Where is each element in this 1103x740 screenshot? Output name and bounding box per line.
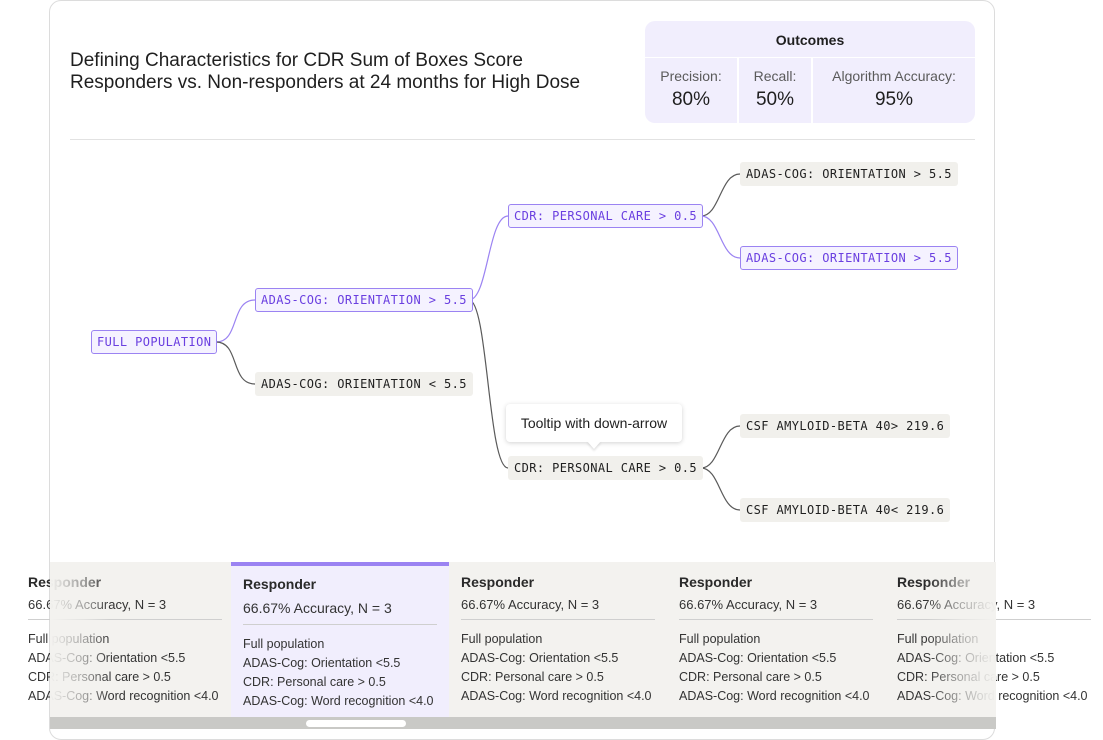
edge-n1-n3 bbox=[468, 215, 509, 301]
section-divider bbox=[70, 139, 975, 140]
metric-value: 95% bbox=[874, 89, 914, 110]
card-criterion: ADAS-Cog: Orientation <5.5 bbox=[897, 651, 1055, 665]
decision-tree-panel: Defining Characteristics for CDR Sum of … bbox=[28, 0, 1091, 740]
metric-label: Precision: bbox=[660, 68, 722, 84]
tooltip-arrow-icon bbox=[587, 441, 601, 449]
scrollbar-thumb[interactable] bbox=[306, 720, 406, 727]
metric-label: Algorithm Accuracy: bbox=[832, 68, 956, 84]
card-criterion: ADAS-Cog: Orientation <5.5 bbox=[28, 651, 186, 665]
tooltip: Tooltip with down-arrow bbox=[506, 404, 682, 442]
card-criterion: CDR: Personal care > 0.5 bbox=[243, 675, 386, 689]
tree-connectors bbox=[215, 173, 741, 511]
card-accuracy: 66.67% Accuracy, N = 3 bbox=[28, 597, 222, 620]
card-criterion: ADAS-Cog: Word recognition <4.0 bbox=[461, 689, 652, 703]
page-title: Defining Characteristics for CDR Sum of … bbox=[70, 50, 630, 94]
card-criterion: CDR: Personal care > 0.5 bbox=[461, 670, 604, 684]
edge-n3-n5 bbox=[700, 173, 741, 217]
outcomes-panel: Outcomes Precision: 80% Recall: 50% Algo… bbox=[645, 21, 975, 123]
card-criterion: Full population bbox=[461, 632, 543, 646]
metric-value: 50% bbox=[755, 89, 795, 110]
metric-recall: Recall: 50% bbox=[739, 58, 813, 123]
edge-n4-n7 bbox=[700, 425, 741, 469]
tree-node-orientation-leaf-1[interactable]: ADAS-COG: ORIENTATION > 5.5 bbox=[740, 162, 958, 186]
card-title: Responder bbox=[28, 574, 102, 590]
card-accuracy: 66.67% Accuracy, N = 3 bbox=[243, 600, 437, 625]
metric-algorithm-accuracy: Algorithm Accuracy: 95% bbox=[813, 58, 975, 123]
result-card[interactable]: Responder 66.67% Accuracy, N = 3 Full po… bbox=[449, 562, 667, 717]
card-criterion: Full population bbox=[897, 632, 979, 646]
card-title: Responder bbox=[243, 576, 317, 592]
card-criterion: ADAS-Cog: Orientation <5.5 bbox=[243, 656, 401, 670]
tree-node-amyloid-gt[interactable]: CSF AMYLOID-BETA 40> 219.6 bbox=[740, 414, 951, 438]
tree-node-personal-care-lower[interactable]: CDR: PERSONAL CARE > 0.5 bbox=[508, 456, 703, 480]
horizontal-scrollbar[interactable] bbox=[50, 717, 996, 729]
card-title: Responder bbox=[679, 574, 753, 590]
card-accuracy: 66.67% Accuracy, N = 3 bbox=[679, 597, 873, 620]
card-criterion: CDR: Personal care > 0.5 bbox=[28, 670, 171, 684]
result-card[interactable]: Responder 66.67% Accuracy, N = 3 Full po… bbox=[16, 562, 234, 717]
card-criterion: Full population bbox=[243, 637, 325, 651]
edge-n1-n4 bbox=[468, 299, 509, 469]
tree-node-orientation-lt[interactable]: ADAS-COG: ORIENTATION < 5.5 bbox=[255, 372, 473, 396]
tree-node-amyloid-lt[interactable]: CSF AMYLOID-BETA 40< 219.6 bbox=[740, 498, 951, 522]
outcomes-title: Outcomes bbox=[775, 32, 845, 48]
edge-n3-n6 bbox=[700, 215, 741, 259]
card-title: Responder bbox=[897, 574, 971, 590]
result-card[interactable]: Responder 66.67% Accuracy, N = 3 Full po… bbox=[885, 562, 1103, 717]
title-line-2: Responders vs. Non-responders at 24 mont… bbox=[70, 72, 581, 93]
tree-node-orientation-gt[interactable]: ADAS-COG: ORIENTATION > 5.5 bbox=[255, 288, 473, 312]
card-criterion: ADAS-Cog: Word recognition <4.0 bbox=[679, 689, 870, 703]
card-criterion: ADAS-Cog: Word recognition <4.0 bbox=[897, 689, 1088, 703]
card-criterion: ADAS-Cog: Word recognition <4.0 bbox=[28, 689, 219, 703]
tree-node-orientation-leaf-2[interactable]: ADAS-COG: ORIENTATION > 5.5 bbox=[740, 246, 958, 270]
card-criterion: CDR: Personal care > 0.5 bbox=[897, 670, 1040, 684]
card-criterion: CDR: Personal care > 0.5 bbox=[679, 670, 822, 684]
edge-root-n2 bbox=[215, 341, 256, 385]
edge-root-n1 bbox=[215, 299, 256, 343]
card-accuracy: 66.67% Accuracy, N = 3 bbox=[461, 597, 655, 620]
card-criterion: Full population bbox=[679, 632, 761, 646]
metric-label: Recall: bbox=[753, 68, 797, 84]
outcomes-metrics: Precision: 80% Recall: 50% Algorithm Acc… bbox=[645, 57, 975, 123]
card-criterion: ADAS-Cog: Word recognition <4.0 bbox=[243, 694, 434, 708]
result-card-selected[interactable]: Responder 66.67% Accuracy, N = 3 Full po… bbox=[231, 562, 449, 717]
metric-precision: Precision: 80% bbox=[645, 58, 739, 123]
result-card[interactable]: Responder 66.67% Accuracy, N = 3 Full po… bbox=[667, 562, 885, 717]
title-line-1: Defining Characteristics for CDR Sum of … bbox=[70, 50, 523, 71]
card-criterion: ADAS-Cog: Orientation <5.5 bbox=[461, 651, 619, 665]
card-criterion: Full population bbox=[28, 632, 110, 646]
card-title: Responder bbox=[461, 574, 535, 590]
decision-tree: FULL POPULATION ADAS-COG: ORIENTATION > … bbox=[50, 141, 996, 561]
card-criterion: ADAS-Cog: Orientation <5.5 bbox=[679, 651, 837, 665]
tree-node-personal-care-upper[interactable]: CDR: PERSONAL CARE > 0.5 bbox=[508, 204, 703, 228]
card-accuracy: 66.67% Accuracy, N = 3 bbox=[897, 597, 1091, 620]
tree-node-full-population[interactable]: FULL POPULATION bbox=[91, 330, 218, 354]
metric-value: 80% bbox=[671, 89, 711, 110]
results-carousel: Responder 66.67% Accuracy, N = 3 Full po… bbox=[28, 562, 1091, 717]
edge-n4-n8 bbox=[700, 467, 741, 511]
